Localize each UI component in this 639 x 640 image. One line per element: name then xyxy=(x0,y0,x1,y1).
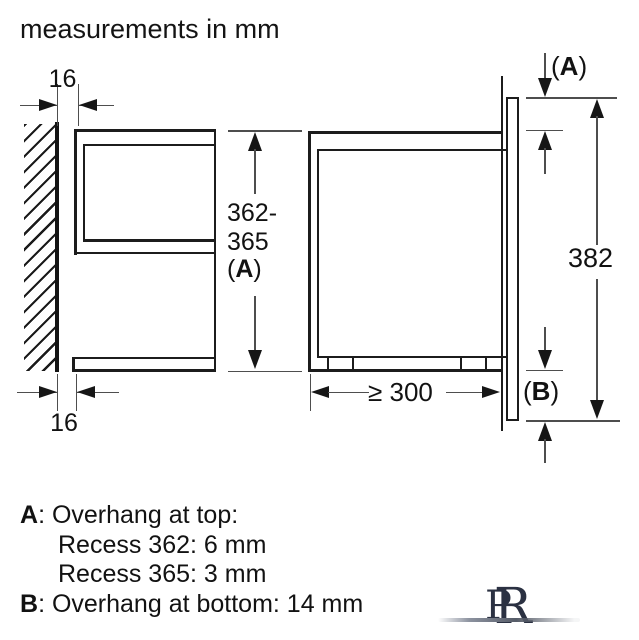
legend-row-a-sub2: Recess 365: 3 mm xyxy=(58,560,267,588)
legend-row-a-sub1: Recess 362: 6 mm xyxy=(58,530,267,559)
niche-height-ext-line-bottom xyxy=(228,370,302,373)
overhang-bottom-ext-line-upper xyxy=(526,369,563,372)
arrow-up-icon xyxy=(590,99,604,118)
watermark-swoosh xyxy=(438,618,580,622)
front-height-dim-line-bottom xyxy=(596,279,598,402)
cabinet-top-outer-line xyxy=(74,129,216,132)
arrow-right-icon xyxy=(39,98,57,111)
watermark-logo: P R xyxy=(438,580,588,631)
overhang-top-ext-line-upper xyxy=(526,97,617,99)
watermark-letter-r: R xyxy=(494,577,532,635)
body-left-outer-line xyxy=(308,131,311,372)
page-title: measurements in mm xyxy=(20,14,280,44)
legend-row-b: B: Overhang at bottom: 14 mm xyxy=(20,589,364,618)
body-bottom-outer-line xyxy=(308,369,502,372)
arrow-down-icon xyxy=(538,78,552,97)
gap-bottom-dim-line-right xyxy=(76,391,119,394)
body-left-inner-line xyxy=(316,148,319,358)
body-bottom-inner-line xyxy=(316,355,508,358)
body-top-inner-line xyxy=(316,148,508,151)
foot-line xyxy=(351,357,354,369)
overhang-top-arrow-tail-upper xyxy=(544,53,546,79)
arrow-right-icon xyxy=(482,385,500,398)
wall-edge-line xyxy=(55,122,59,372)
wall-hatching xyxy=(24,124,56,371)
cabinet-front-plane-line xyxy=(500,76,503,431)
min-depth-dim-line-right xyxy=(446,391,483,394)
foot-line xyxy=(484,357,487,369)
niche-height-ref-label: (A) xyxy=(227,255,262,283)
niche-height-ext-line-top xyxy=(228,130,302,132)
overhang-bottom-ref-label: (B) xyxy=(523,376,560,406)
gap-bottom-dim-line-left xyxy=(17,391,57,394)
overhang-bottom-ext-line-lower xyxy=(526,420,620,422)
arrow-down-icon xyxy=(248,350,262,369)
cabinet-left-inner-line xyxy=(82,143,85,242)
cabinet-top-inner-line xyxy=(82,143,216,146)
overhang-top-arrow-tail-lower xyxy=(544,148,546,174)
cabinet-bottom-outer-line xyxy=(74,251,216,254)
arrow-right-icon xyxy=(39,385,57,398)
min-depth-dim-line-left xyxy=(328,391,369,394)
cabinet-left-outer-line xyxy=(74,129,77,255)
niche-height-value-line1: 362- xyxy=(227,199,278,227)
legend: A: Overhang at top: Recess 362: 6 mm Rec… xyxy=(20,501,363,619)
front-frame xyxy=(505,96,519,421)
min-depth-value: ≥ 300 xyxy=(368,377,433,407)
arrow-up-icon xyxy=(248,131,262,151)
arrow-left-icon xyxy=(310,386,329,398)
niche-height-dim-line-top xyxy=(254,149,256,194)
overhang-top-ref-label: (A) xyxy=(551,51,588,81)
arrow-down-icon xyxy=(590,400,604,419)
legend-row-a: A: Overhang at top: xyxy=(20,501,239,529)
shelf-top-line xyxy=(72,356,216,359)
cabinet-right-line xyxy=(213,129,216,372)
gap-bottom-ext-line-left xyxy=(56,374,59,411)
arrow-up-icon xyxy=(538,421,552,441)
arrow-left-icon xyxy=(78,98,97,111)
shelf-bottom-line xyxy=(72,369,216,372)
niche-height-dim-line-bottom xyxy=(254,296,256,351)
body-top-outer-line xyxy=(308,131,502,134)
front-height-dim-line-top xyxy=(596,116,598,245)
arrow-up-icon xyxy=(538,130,552,150)
cabinet-bottom-inner-line xyxy=(82,239,216,242)
gap-top-dim-line-left xyxy=(20,104,57,107)
gap-bottom-value: 16 xyxy=(50,409,78,437)
foot-line xyxy=(459,357,462,369)
overhang-top-ext-line-lower xyxy=(526,129,563,132)
overhang-bottom-arrow-tail-lower xyxy=(544,439,546,463)
arrow-down-icon xyxy=(538,349,552,369)
overhang-bottom-arrow-tail-upper xyxy=(544,327,546,351)
shelf-left-cap-line xyxy=(72,356,75,372)
arrow-left-icon xyxy=(76,385,95,398)
gap-top-value: 16 xyxy=(48,65,77,93)
front-height-value: 382 xyxy=(568,243,614,273)
min-depth-ext-line-left xyxy=(309,374,312,411)
foot-line xyxy=(326,357,329,369)
gap-top-ext-line-left xyxy=(56,84,59,126)
niche-height-value-line2: 365 xyxy=(227,227,269,256)
